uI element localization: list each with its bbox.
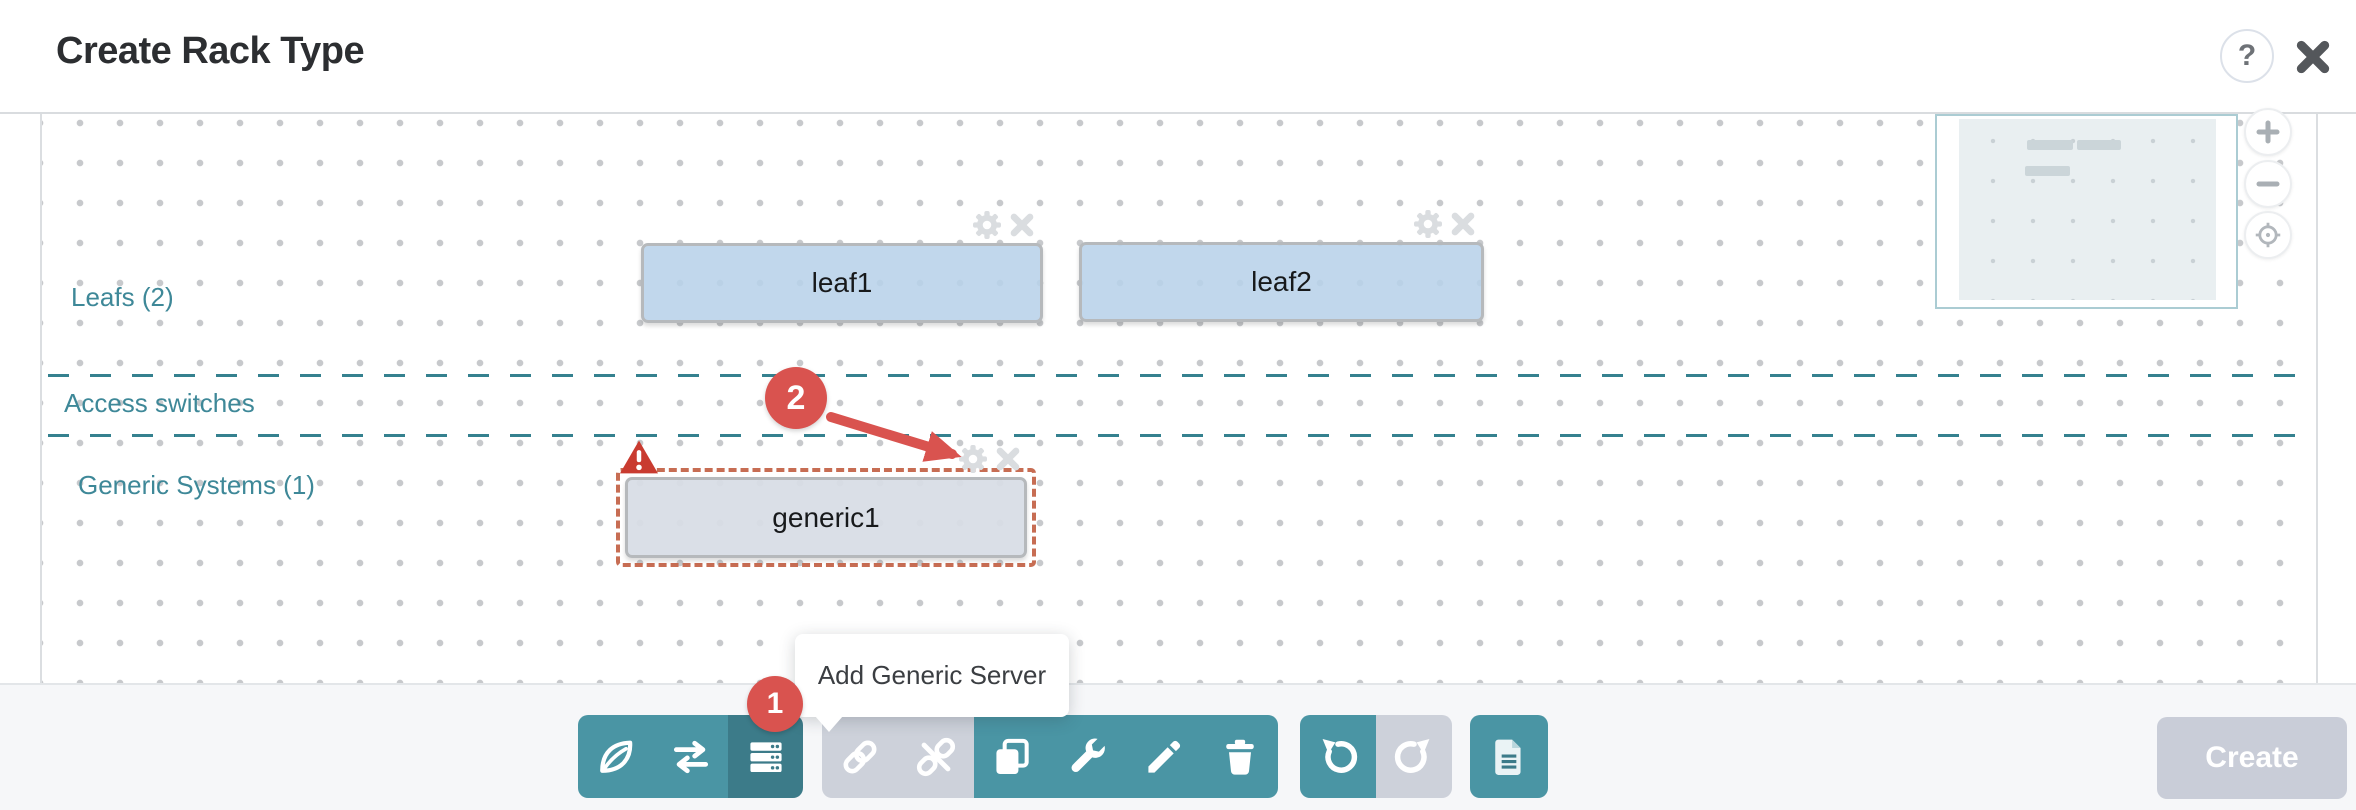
warning-icon bbox=[620, 440, 658, 474]
node-generic1-selection: generic1 bbox=[616, 440, 1036, 567]
fit-to-view-button[interactable] bbox=[2244, 211, 2292, 259]
page-title: Create Rack Type bbox=[56, 30, 365, 72]
node-actions bbox=[957, 443, 1024, 475]
annotation-number: 1 bbox=[766, 687, 784, 720]
delete-button[interactable] bbox=[1202, 715, 1278, 798]
add-leaf-button[interactable] bbox=[578, 715, 653, 798]
preview-json-button[interactable] bbox=[1470, 715, 1548, 798]
node-label: leaf2 bbox=[1251, 266, 1312, 297]
annotation-number: 2 bbox=[786, 378, 806, 417]
minimap-node bbox=[2077, 140, 2121, 150]
node-leaf2[interactable]: leaf2 bbox=[1079, 210, 1484, 322]
wrench-icon bbox=[1071, 738, 1105, 772]
minus-icon bbox=[2256, 181, 2280, 187]
edit-properties-button[interactable] bbox=[1050, 715, 1126, 798]
node-actions bbox=[971, 209, 1038, 241]
trash-icon bbox=[1226, 739, 1254, 775]
unlink-icon bbox=[916, 737, 956, 776]
document-icon bbox=[1495, 739, 1521, 775]
leaf-icon bbox=[599, 740, 632, 773]
node-label: leaf1 bbox=[811, 267, 873, 298]
redo-button[interactable] bbox=[1376, 715, 1452, 798]
zoom-in-button[interactable] bbox=[2244, 108, 2292, 156]
clone-button[interactable] bbox=[974, 715, 1050, 798]
access-row-bottom-divider bbox=[48, 434, 2306, 437]
zoom-out-button[interactable] bbox=[2244, 160, 2292, 208]
dialog-footer: Create bbox=[0, 683, 2356, 810]
gear-icon[interactable] bbox=[957, 443, 989, 475]
create-button[interactable]: Create bbox=[2157, 717, 2347, 799]
plus-icon bbox=[2256, 120, 2280, 144]
row-label-generic-systems: Generic Systems (1) bbox=[78, 470, 315, 500]
pencil-icon bbox=[1148, 740, 1181, 773]
access-row-top-divider bbox=[48, 374, 2306, 377]
annotation-step-2-badge: 2 bbox=[765, 367, 827, 429]
crosshair-icon bbox=[2255, 222, 2281, 248]
rename-button[interactable] bbox=[1126, 715, 1202, 798]
redo-icon bbox=[1394, 738, 1430, 773]
link-icon bbox=[843, 740, 877, 773]
node-leaf1[interactable]: leaf1 bbox=[641, 211, 1043, 323]
tooltip-text: Add Generic Server bbox=[817, 660, 1047, 690]
swap-arrows-icon bbox=[673, 740, 708, 773]
minimap-viewport bbox=[1959, 119, 2216, 300]
node-actions bbox=[1412, 208, 1479, 240]
rack-canvas[interactable]: Leafs (2) leaf1 leaf2 bbox=[40, 108, 2318, 683]
dialog-header: Create Rack Type ? bbox=[0, 0, 2356, 114]
question-mark-icon: ? bbox=[2237, 39, 2257, 72]
close-icon bbox=[2296, 40, 2330, 74]
x-icon[interactable] bbox=[1447, 208, 1479, 240]
row-label-leafs: Leafs (2) bbox=[71, 282, 174, 312]
toolbar-group-preview bbox=[1470, 715, 1548, 798]
help-button[interactable]: ? bbox=[2220, 29, 2274, 83]
node-generic1[interactable]: generic1 bbox=[625, 477, 1027, 558]
tooltip-add-generic-server: Add Generic Server bbox=[795, 634, 1069, 732]
toolbar-group-history bbox=[1300, 715, 1452, 798]
add-access-switch-button[interactable] bbox=[653, 715, 728, 798]
gear-icon[interactable] bbox=[1412, 208, 1444, 240]
toolbar-group-edit-actions bbox=[822, 715, 1278, 798]
gear-icon[interactable] bbox=[971, 209, 1003, 241]
undo-button[interactable] bbox=[1300, 715, 1376, 798]
close-button[interactable] bbox=[2290, 34, 2336, 80]
minimap-node bbox=[2025, 166, 2070, 176]
minimap-node bbox=[2027, 140, 2073, 150]
remove-link-button[interactable] bbox=[898, 715, 974, 798]
x-icon[interactable] bbox=[1006, 209, 1038, 241]
annotation-step-1-badge: 1 bbox=[747, 676, 803, 732]
minimap[interactable] bbox=[1935, 114, 2238, 309]
x-icon[interactable] bbox=[992, 443, 1024, 475]
rack-server-icon bbox=[749, 741, 782, 772]
row-label-access-switches: Access switches bbox=[64, 388, 255, 418]
copy-icon bbox=[996, 738, 1029, 774]
node-label: generic1 bbox=[772, 501, 880, 533]
undo-icon bbox=[1322, 738, 1358, 773]
